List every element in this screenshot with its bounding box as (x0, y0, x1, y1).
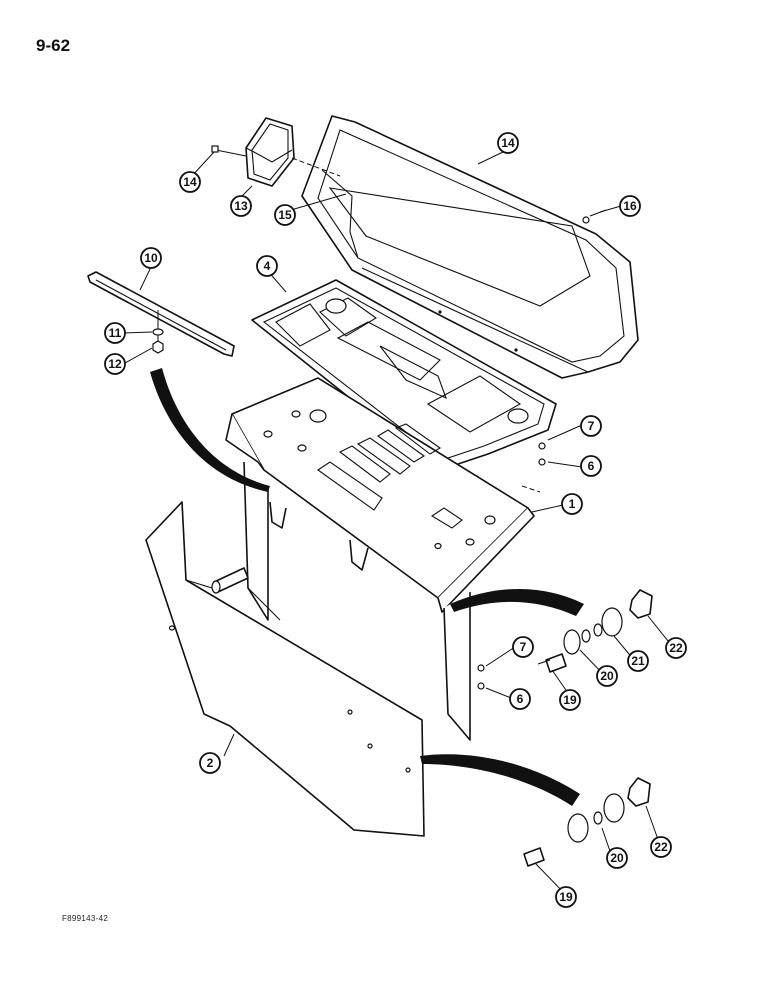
page-number: 9-62 (36, 36, 71, 55)
callout-16: 16 (619, 195, 641, 217)
svg-text:22: 22 (669, 641, 683, 655)
callout-10: 10 (140, 247, 162, 269)
svg-text:13: 13 (234, 199, 248, 213)
callout-6b: 6 (509, 688, 531, 710)
callout-5: 14 (497, 132, 519, 154)
bracket-strip (87, 271, 235, 357)
svg-text:6: 6 (517, 692, 524, 706)
callout-7b: 7 (512, 636, 534, 658)
main-panel-frame (225, 377, 535, 741)
svg-text:21: 21 (631, 654, 645, 668)
svg-text:1: 1 (569, 497, 576, 511)
svg-text:20: 20 (610, 851, 624, 865)
switch-box (245, 117, 295, 187)
callout-14: 14 (179, 171, 201, 193)
callout-20b: 20 (606, 847, 628, 869)
callout-21: 21 (627, 650, 649, 672)
callout-19b: 19 (555, 886, 577, 908)
callout-22a: 22 (665, 637, 687, 659)
svg-text:10: 10 (144, 251, 158, 265)
cover-window (328, 187, 591, 307)
svg-text:12: 12 (108, 357, 122, 371)
panel-holes (263, 409, 496, 550)
hardware-set-upper (477, 589, 653, 690)
svg-text:19: 19 (563, 693, 577, 707)
svg-text:14: 14 (501, 136, 515, 150)
svg-text:16: 16 (623, 199, 637, 213)
svg-text:7: 7 (520, 640, 527, 654)
svg-text:6: 6 (588, 459, 595, 473)
callout-4: 4 (256, 255, 278, 277)
figure-code: F899143-42 (62, 914, 109, 923)
svg-text:11: 11 (109, 326, 122, 340)
svg-text:2: 2 (207, 756, 214, 770)
arrow-band-3 (420, 754, 580, 806)
callout-12: 12 (104, 353, 126, 375)
screw-16 (582, 209, 607, 224)
nut-12 (152, 340, 164, 354)
callout-15: 15 (274, 204, 296, 226)
side-shield (145, 501, 425, 837)
callout-20a: 20 (596, 665, 618, 687)
svg-text:4: 4 (264, 259, 271, 273)
callout-19a: 19 (559, 689, 581, 711)
screw-14 (211, 145, 247, 157)
arrow-band-1 (150, 368, 270, 492)
svg-text:15: 15 (278, 208, 292, 222)
callout-11: 11 (104, 322, 126, 344)
callout-22b: 22 (650, 836, 672, 858)
washer-11 (152, 328, 164, 336)
console-cover (301, 115, 639, 379)
svg-text:22: 22 (654, 840, 668, 854)
svg-text:20: 20 (600, 669, 614, 683)
callout-2: 2 (199, 752, 221, 774)
svg-text:7: 7 (588, 419, 595, 433)
callout-7a: 7 (580, 415, 602, 437)
arrow-band-2 (450, 588, 584, 616)
tube (211, 567, 249, 594)
hardware-set-lower (523, 777, 651, 867)
callout-13: 13 (230, 195, 252, 217)
svg-text:14: 14 (183, 175, 197, 189)
callout-1: 1 (561, 493, 583, 515)
callout-6a: 6 (580, 455, 602, 477)
svg-text:19: 19 (559, 890, 573, 904)
